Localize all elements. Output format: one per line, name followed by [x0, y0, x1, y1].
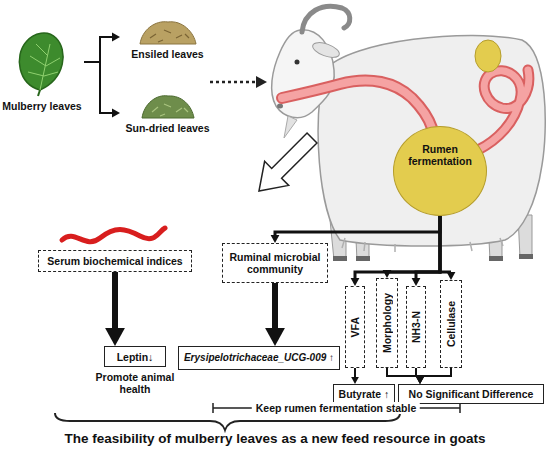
node-text: Morphology: [381, 293, 393, 353]
measure-box: NH3-N: [406, 286, 426, 368]
connector-line: [272, 283, 278, 328]
note-text: Promote animal health: [92, 371, 178, 395]
connector-line: [112, 272, 118, 328]
arrow-head: [447, 272, 456, 280]
connector-arrow: [387, 368, 424, 384]
connector-line: [275, 216, 440, 235]
connector-line: [440, 216, 451, 272]
curly-brace: [55, 413, 400, 430]
connector-line: [387, 368, 420, 377]
node-text: Sun-dried leaves: [125, 122, 209, 134]
connector-arrow: [84, 62, 120, 117]
connector-line: [355, 216, 440, 278]
arrow-head: [416, 377, 424, 384]
node-text: Cellulase: [445, 301, 457, 347]
connector-line: [416, 216, 440, 278]
conclusion-text: The feasibility of mulberry leaves as a …: [0, 431, 550, 447]
arrow-head: [383, 270, 392, 278]
arrow-head: [105, 328, 125, 346]
arrow-head: [416, 377, 424, 384]
span-bracket: [213, 403, 460, 413]
connector-arrow: [84, 33, 120, 62]
connector-line: [387, 216, 440, 272]
node-text: Leptin↓: [117, 351, 154, 363]
dotted-arrow: [210, 76, 267, 88]
result-box: Erysipelotrichaceae_UCG-009 ↑: [178, 346, 340, 370]
span-text: Keep rumen fermentation stable: [252, 402, 420, 414]
mulberry-leaf: [19, 33, 63, 96]
node-text: Butyrate ↑: [339, 388, 390, 400]
connector-line: [420, 368, 451, 377]
arrow-head: [416, 377, 424, 384]
ensiled-pile: [140, 22, 196, 44]
connector-arrow: [416, 368, 451, 384]
connector-arrow: [416, 368, 424, 384]
arrow-head: [271, 235, 280, 243]
sun-dried-pile: [142, 96, 194, 118]
connector-arrow: [271, 216, 440, 243]
node-text: No Significant Difference: [409, 388, 534, 400]
feed-form: Sun-dried leaves: [120, 92, 215, 134]
arrow-head: [112, 109, 120, 118]
connector-arrow: [351, 368, 359, 384]
block-arrow: [265, 283, 285, 346]
goat-illustration: [272, 6, 546, 261]
node-text: Erysipelotrichaceae_UCG-009 ↑: [184, 352, 334, 364]
result-box: Butyrate ↑: [333, 384, 395, 404]
connector-arrow: [440, 216, 455, 280]
open-arrow: [247, 126, 324, 203]
analysis-box: Serum biochemical indices: [38, 250, 192, 272]
connector-arrow: [383, 216, 440, 278]
source-leaf: Mulberry leaves: [0, 28, 84, 112]
arrow-head: [112, 33, 120, 42]
block-arrow: [105, 272, 125, 346]
node-text: Ruminal microbial community: [223, 251, 327, 275]
arrow-head: [412, 278, 421, 286]
measure-box: VFA: [345, 286, 365, 368]
arrow-head: [351, 278, 360, 286]
connector-line: [84, 62, 112, 113]
connector-line: [354, 368, 356, 377]
feed-form: Ensiled leaves: [120, 14, 215, 60]
measure-box: Cellulase: [440, 280, 462, 368]
arrow-head: [351, 377, 359, 384]
connector-arrow: [351, 216, 440, 286]
rumen-ellipse: Rumen fermentation: [393, 126, 487, 216]
arrow-head: [265, 328, 285, 346]
measure-box: Morphology: [376, 278, 398, 368]
node-text: Mulberry leaves: [2, 100, 81, 112]
connector-arrow: [412, 216, 440, 286]
connector-line: [84, 37, 112, 62]
node-text: VFA: [349, 317, 361, 337]
connector-line: [416, 368, 420, 377]
result-box: No Significant Difference: [398, 384, 544, 404]
node-text: Serum biochemical indices: [47, 255, 182, 267]
node-text: Rumen fermentation: [394, 143, 486, 167]
result-box: Leptin↓: [104, 346, 166, 367]
analysis-box: Ruminal microbial community: [222, 243, 328, 283]
blood-vessel: [62, 228, 165, 242]
node-text: NH3-N: [410, 311, 422, 343]
node-text: Ensiled leaves: [131, 48, 203, 60]
